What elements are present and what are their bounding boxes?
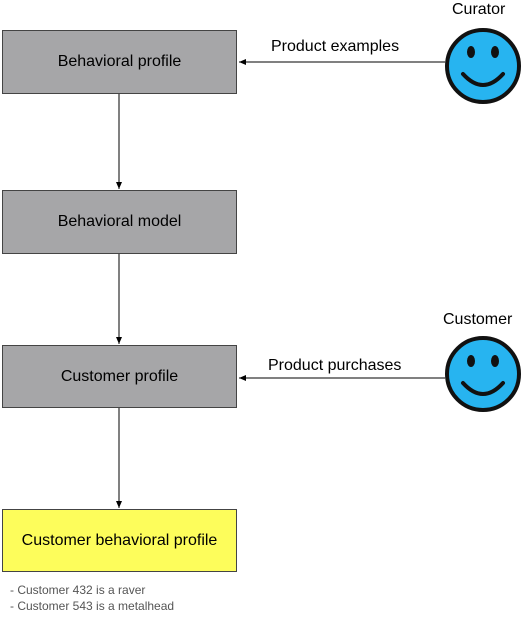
- node-customer-profile: Customer profile: [2, 345, 237, 408]
- node-behavioral-profile-label: Behavioral profile: [57, 53, 182, 70]
- actor-label-customer: Customer: [443, 311, 513, 328]
- edge-label-product-purchases: Product purchases: [268, 357, 402, 374]
- node-customer-behavioral-profile-label: Customer behavioral profile: [21, 531, 218, 549]
- node-behavioral-model: Behavioral model: [2, 190, 237, 254]
- node-customer-behavioral-profile: Customer behavioral profile: [2, 509, 237, 572]
- node-customer-profile-label: Customer profile: [60, 367, 179, 385]
- note-item: - Customer 432 is a raver: [10, 583, 146, 597]
- note-item: - Customer 543 is a metalhead: [10, 599, 175, 613]
- customer-smiley-icon: [445, 336, 521, 412]
- notes-list: - Customer 432 is a raver - Customer 543…: [10, 582, 174, 614]
- curator-smiley-icon: [445, 28, 521, 104]
- node-behavioral-profile: Behavioral profile: [2, 30, 237, 94]
- edge-label-product-examples: Product examples: [271, 38, 400, 55]
- actor-label-curator: Curator: [452, 1, 506, 18]
- node-behavioral-model-label: Behavioral model: [57, 213, 182, 230]
